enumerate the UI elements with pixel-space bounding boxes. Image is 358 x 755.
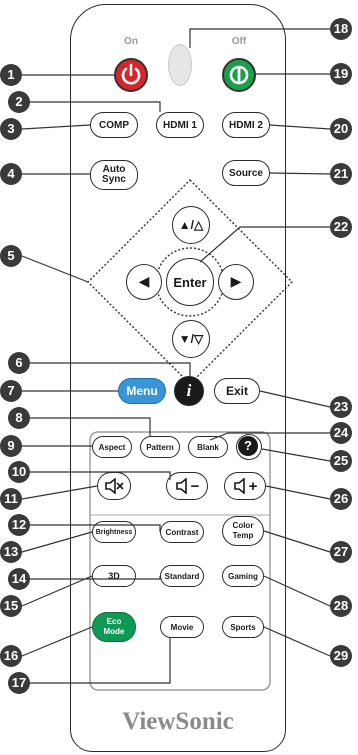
leader-line-27 (263, 530, 331, 553)
3d-button[interactable]: 3D (92, 565, 136, 587)
callout-16: 16 (0, 645, 22, 667)
leader-line-16 (21, 626, 93, 657)
leader-line-10 (30, 471, 171, 480)
color-temp-button[interactable]: Color Temp (222, 516, 264, 546)
leader-line-26 (265, 485, 331, 500)
callout-5: 5 (0, 245, 22, 267)
leader-line-28 (263, 575, 331, 607)
leader-line-20 (269, 124, 331, 130)
volume-up-label: + (248, 477, 258, 495)
callout-1: 1 (0, 64, 22, 86)
aspect-button[interactable]: Aspect (92, 436, 132, 458)
callout-6: 6 (8, 352, 30, 374)
callout-3: 3 (0, 118, 22, 140)
up-button[interactable]: ▲/△ (172, 206, 210, 244)
callout-11: 11 (0, 488, 22, 510)
leader-line-15 (21, 575, 93, 607)
contrast-button[interactable]: Contrast (160, 521, 204, 543)
leader-line-21 (269, 172, 331, 175)
callout-18: 18 (330, 18, 352, 40)
help-icon: ? (238, 436, 258, 456)
callout-10: 10 (8, 461, 30, 483)
callout-26: 26 (330, 488, 352, 510)
leader-line-23 (259, 390, 331, 408)
help-button[interactable]: ? (236, 434, 262, 460)
callout-19: 19 (330, 63, 352, 85)
volume-up-button[interactable]: + (224, 472, 266, 500)
mute-icon (105, 478, 124, 494)
power-off-label: Off (231, 36, 247, 47)
leader-line-18 (189, 28, 330, 48)
callout-23: 23 (330, 396, 352, 418)
movie-button[interactable]: Movie (160, 616, 204, 638)
callout-22: 22 (330, 216, 352, 238)
callout-21: 21 (330, 163, 352, 185)
callout-2: 2 (8, 91, 30, 113)
hdmi2-button[interactable]: HDMI 2 (222, 112, 270, 138)
leader-line-29 (263, 626, 331, 657)
speaker-icon (175, 478, 187, 494)
exit-button[interactable]: Exit (214, 378, 260, 404)
callout-13: 13 (0, 541, 22, 563)
callout-20: 20 (330, 118, 352, 140)
leader-line-2 (30, 101, 161, 112)
callout-14: 14 (8, 568, 30, 590)
volume-down-label: − (190, 477, 200, 495)
left-button[interactable]: ◀ (126, 264, 162, 300)
power-icon (121, 63, 141, 85)
leader-line-13 (21, 531, 93, 553)
pattern-button[interactable]: Pattern (140, 436, 180, 458)
callout-7: 7 (0, 380, 22, 402)
brand-logo: ViewSonic (122, 708, 234, 735)
eco-mode-button[interactable]: Eco Mode (92, 612, 136, 642)
menu-button[interactable]: Menu (118, 378, 166, 404)
callout-24: 24 (330, 422, 352, 444)
info-button[interactable]: i (174, 376, 204, 406)
leader-line-25 (261, 448, 331, 462)
leader-line-12 (30, 524, 161, 532)
callout-8: 8 (8, 407, 30, 429)
leader-line-24 (209, 432, 330, 441)
leader-line-14 (30, 576, 161, 580)
power-off-button[interactable] (222, 58, 256, 92)
leader-line-5 (21, 255, 89, 283)
sports-button[interactable]: Sports (222, 616, 264, 638)
gaming-button[interactable]: Gaming (222, 565, 264, 587)
leader-line-3 (21, 124, 91, 130)
leader-line-8 (30, 417, 151, 436)
info-icon: i (186, 381, 192, 400)
callout-29: 29 (330, 645, 352, 667)
speaker-icon (233, 478, 245, 494)
callout-15: 15 (0, 595, 22, 617)
leader-line-6 (30, 362, 191, 376)
blank-button[interactable]: Blank (188, 436, 228, 458)
power-on-label: On (124, 36, 138, 47)
brightness-button[interactable]: Brightness (92, 521, 136, 543)
source-button[interactable]: Source (222, 160, 270, 186)
auto-sync-button[interactable]: Auto Sync (90, 160, 138, 190)
leader-line-22 (199, 226, 330, 263)
callout-27: 27 (330, 541, 352, 563)
leader-line-11 (21, 485, 98, 500)
down-button[interactable]: ▼/▽ (172, 320, 210, 358)
ir-emitter-icon (168, 44, 192, 86)
comp-button[interactable]: COMP (90, 112, 138, 138)
callout-4: 4 (0, 163, 22, 185)
callout-12: 12 (8, 514, 30, 536)
power-off-icon (229, 65, 249, 85)
enter-button[interactable]: Enter (166, 258, 214, 306)
callout-17: 17 (8, 672, 30, 694)
leader-line-17 (30, 638, 171, 684)
volume-down-button[interactable]: − (166, 472, 208, 500)
power-on-button[interactable] (114, 58, 148, 92)
hdmi1-button[interactable]: HDMI 1 (156, 112, 204, 138)
right-button[interactable]: ▶ (218, 264, 254, 300)
callout-25: 25 (330, 450, 352, 472)
callout-9: 9 (0, 435, 22, 457)
callout-28: 28 (330, 595, 352, 617)
